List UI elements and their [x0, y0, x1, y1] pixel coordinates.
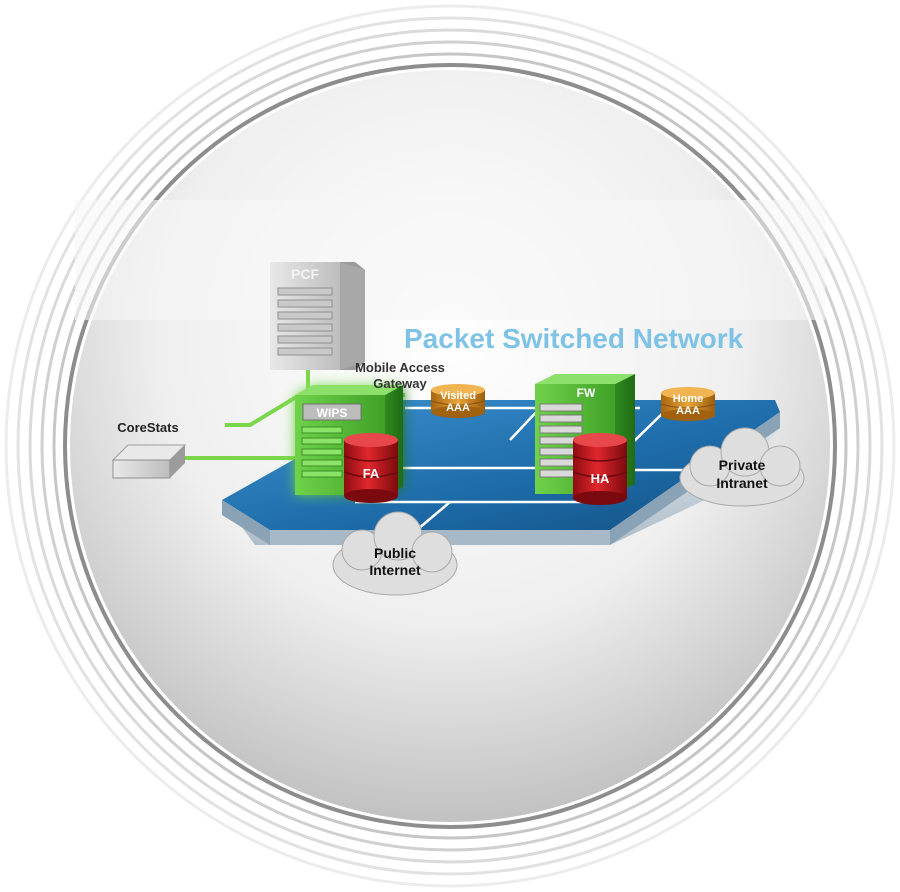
visited-aaa-database [430, 384, 486, 418]
public-internet-label-line2: Internet [369, 562, 421, 578]
public-internet-label-line1: Public [374, 545, 416, 561]
frame-rings [4, 4, 896, 888]
ha-database [572, 433, 628, 505]
gateway-label-line1: Mobile Access [355, 360, 445, 375]
diagram-title: Packet Switched Network [404, 323, 744, 354]
private-intranet-cloud [679, 427, 805, 507]
fw-label: FW [577, 386, 596, 400]
home-aaa-label-line1: Home [673, 393, 704, 405]
fa-label: FA [363, 466, 380, 481]
private-intranet-label-line2: Intranet [716, 475, 768, 491]
private-intranet-label-line1: Private [719, 457, 766, 473]
visited-aaa-label-line2: AAA [446, 402, 470, 414]
background-band [75, 200, 825, 320]
gateway-slots [301, 426, 343, 478]
visited-aaa-label-line1: Visited [440, 390, 476, 402]
gateway-label-line2: Gateway [373, 376, 427, 391]
wips-module [302, 403, 362, 421]
home-aaa-database [660, 387, 716, 421]
fa-database [343, 433, 399, 503]
ha-label: HA [591, 471, 610, 486]
wips-label: WIPS [317, 406, 348, 420]
pcf-label: PCF [291, 266, 319, 282]
corestats-label: CoreStats [117, 420, 178, 435]
pcf-server: PCF [270, 262, 365, 370]
public-internet-cloud [332, 511, 458, 596]
corestats-device [111, 444, 187, 479]
home-aaa-label-line2: AAA [676, 405, 700, 417]
